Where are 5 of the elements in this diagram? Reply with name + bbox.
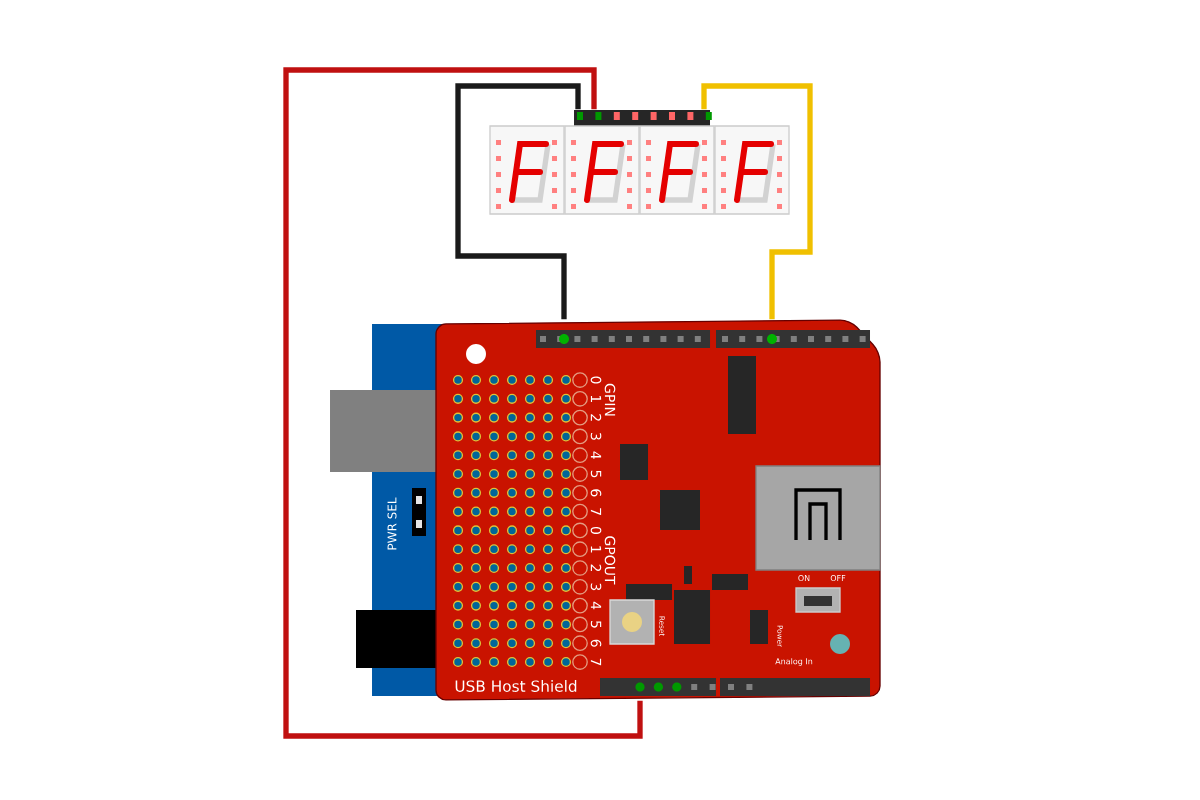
seven-segment-display-drawing: [489, 110, 790, 215]
wire: [455, 83, 581, 320]
shield-board-drawing: [435, 319, 881, 701]
wire: [701, 83, 813, 320]
wire: [283, 67, 643, 739]
